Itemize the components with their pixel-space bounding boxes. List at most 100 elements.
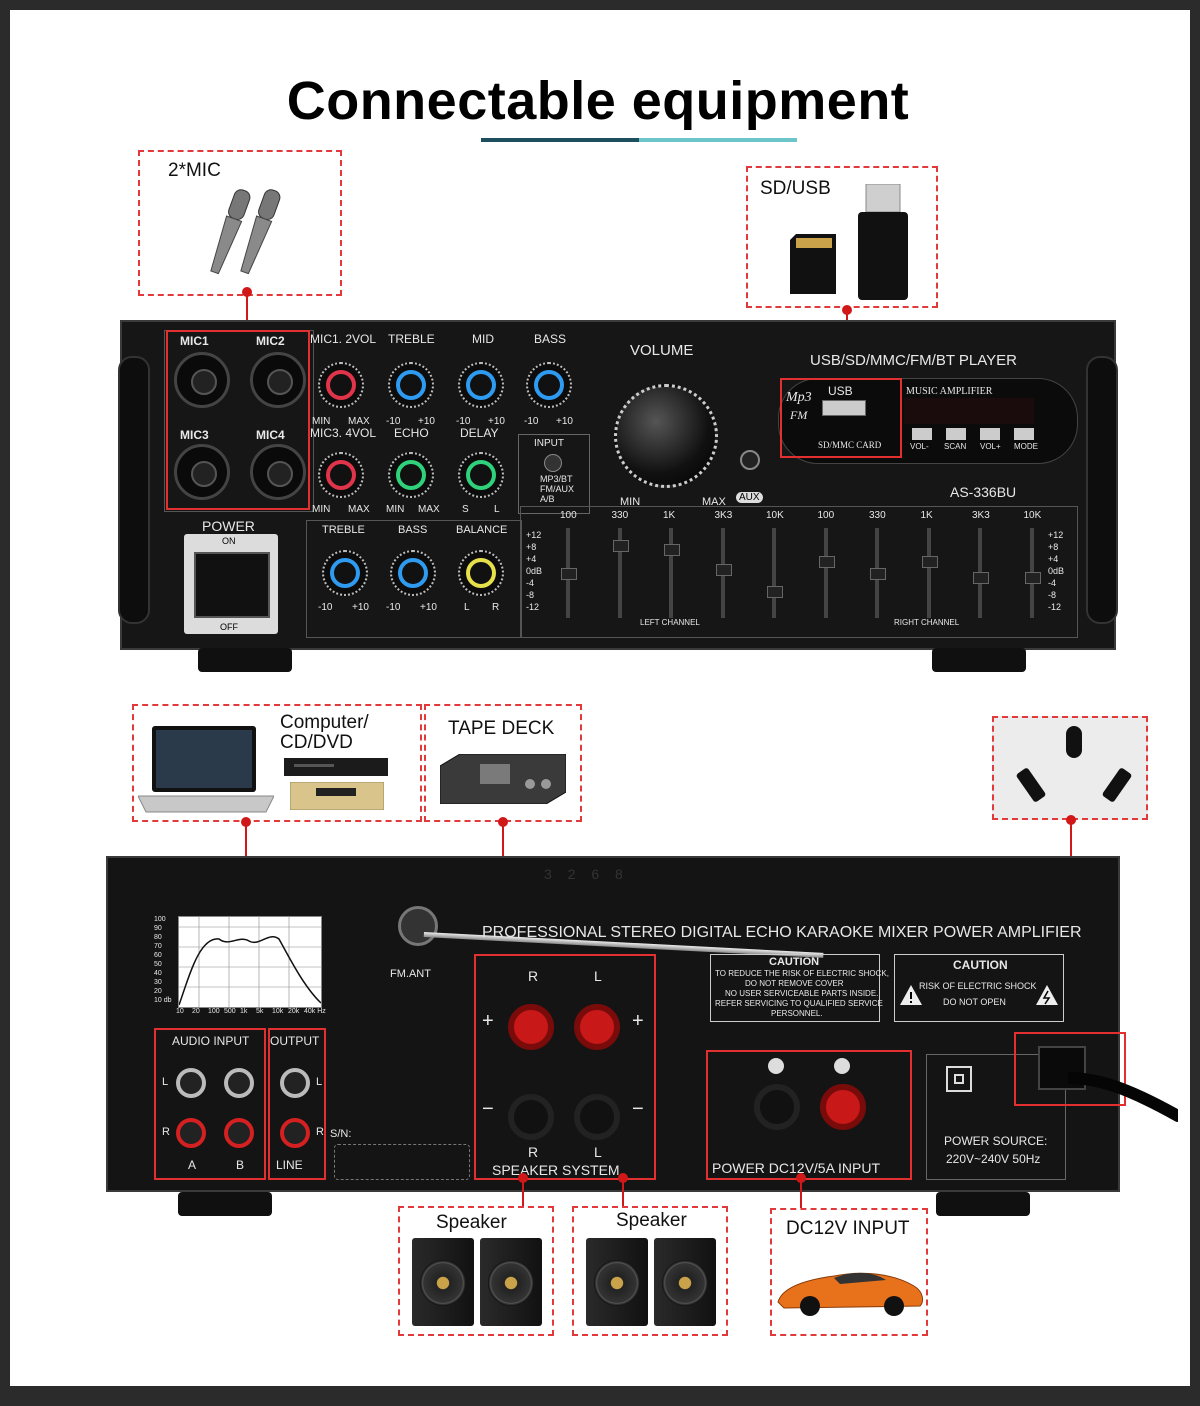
dc-input-highlight	[706, 1050, 912, 1180]
speaker-icon	[586, 1238, 648, 1326]
speaker1-label: Speaker	[436, 1212, 507, 1233]
eq-slider-cap-6[interactable]	[870, 568, 886, 580]
line-out-right-rca[interactable]	[280, 1118, 310, 1148]
input-selector-button[interactable]	[544, 454, 562, 472]
echo-knob[interactable]	[388, 452, 434, 498]
eq-scale-left-5: -8	[526, 590, 535, 600]
mid-knob[interactable]	[458, 362, 504, 408]
bass2-knob[interactable]	[390, 550, 436, 596]
mode-button[interactable]	[1014, 428, 1034, 440]
bass2-min: -10	[386, 602, 401, 613]
power-switch[interactable]	[184, 534, 278, 634]
mic12-vol-knob[interactable]	[318, 362, 364, 408]
dc-positive-terminal[interactable]	[820, 1084, 866, 1130]
eq-slider-cap-9[interactable]	[1024, 572, 1041, 584]
speaker-r-minus-terminal[interactable]	[508, 1094, 554, 1140]
graph-x-label-2: 100	[208, 1008, 220, 1015]
input-a-left-rca[interactable]	[176, 1068, 206, 1098]
output-tone-box	[306, 520, 522, 638]
balance-l: L	[464, 602, 470, 613]
volume-min: MIN	[620, 496, 641, 508]
volume-max: MAX	[702, 496, 726, 508]
treble-knob[interactable]	[388, 362, 434, 408]
graph-y-label-8: 20	[154, 988, 162, 995]
mic-label: 2*MIC	[168, 160, 221, 181]
graph-x-label-0: 10	[176, 1008, 184, 1015]
eq-slider-cap-5[interactable]	[818, 556, 835, 568]
balance-knob[interactable]	[458, 550, 504, 596]
mic3-jack[interactable]	[174, 444, 230, 500]
dc-input-label: POWER DC12V/5A INPUT	[712, 1160, 881, 1176]
bass-knob[interactable]	[526, 362, 572, 408]
eq-slider-4[interactable]	[767, 528, 783, 618]
input-a-right-rca[interactable]	[176, 1118, 206, 1148]
line-out-left-rca[interactable]	[280, 1068, 310, 1098]
vol-minus-button[interactable]	[912, 428, 932, 440]
speaker-minus-left: −	[482, 1098, 494, 1120]
speaker-woofer	[488, 1260, 534, 1306]
mic2-jack[interactable]	[250, 352, 306, 408]
sdusb-label: SD/USB	[760, 178, 831, 199]
mic4-jack[interactable]	[250, 444, 306, 500]
speaker-l-minus-terminal[interactable]	[574, 1094, 620, 1140]
eq-slider-5[interactable]	[818, 528, 835, 618]
volume-knob[interactable]	[614, 384, 718, 488]
speaker2-connector-line	[622, 1178, 624, 1208]
caution2-line2: DO NOT OPEN	[943, 997, 1006, 1007]
usb-port[interactable]	[822, 400, 866, 416]
eq-slider-8[interactable]	[973, 528, 989, 618]
eq-slider-cap-4[interactable]	[767, 585, 783, 598]
treble2-knob[interactable]	[322, 550, 368, 596]
eq-slider-7[interactable]	[921, 528, 938, 618]
eq-freq-label-4: 10K	[766, 510, 784, 521]
microphone-icon	[210, 189, 281, 275]
speaker-minus-right: −	[632, 1098, 644, 1120]
player-title: USB/SD/MMC/FM/BT PLAYER	[810, 352, 1017, 369]
eq-freq-label-6: 330	[869, 510, 886, 521]
aux-jack[interactable]	[740, 450, 760, 470]
input-b-right-rca[interactable]	[224, 1118, 254, 1148]
mid-min: -10	[456, 416, 471, 427]
output-l-label: L	[316, 1076, 323, 1088]
eq-slider-3[interactable]	[715, 528, 732, 618]
eq-slider-cap-8[interactable]	[973, 572, 989, 584]
eq-slider-1[interactable]	[612, 528, 629, 618]
audio-input-label: AUDIO INPUT	[172, 1034, 250, 1048]
eq-slider-cap-3[interactable]	[715, 564, 732, 576]
speaker-woofer	[420, 1260, 466, 1306]
eq-scale-right-1: +8	[1048, 542, 1059, 552]
fm-antenna-jack[interactable]	[398, 906, 438, 946]
vol-plus-label: VOL+	[980, 442, 1001, 451]
eq-slider-9[interactable]	[1024, 528, 1041, 618]
mic-highlight	[166, 330, 310, 510]
speaker-l-plus-terminal[interactable]	[574, 1004, 620, 1050]
power-outlet-icon	[1016, 726, 1132, 802]
eq-slider-cap-7[interactable]	[921, 556, 938, 568]
usb-sd-highlight	[780, 378, 902, 458]
eq-slider-cap-0[interactable]	[561, 568, 577, 580]
scan-button[interactable]	[946, 428, 966, 440]
treble2-max: +10	[352, 602, 369, 613]
dc-negative-terminal[interactable]	[754, 1084, 800, 1130]
eq-scale-left-4: -4	[526, 578, 535, 588]
mic1-jack[interactable]	[174, 352, 230, 408]
eq-freq-label-1: 330	[611, 510, 629, 521]
graph-x-label-7: 20k	[288, 1008, 300, 1015]
input-b-left-rca[interactable]	[224, 1068, 254, 1098]
delay-knob[interactable]	[458, 452, 504, 498]
title-underline	[481, 138, 797, 142]
speaker1-pair	[412, 1238, 544, 1328]
output-highlight	[268, 1028, 326, 1180]
fm-logo: FM	[790, 408, 808, 422]
eq-slider-6[interactable]	[870, 528, 886, 618]
eq-slider-cap-1[interactable]	[612, 540, 629, 552]
eq-slider-cap-2[interactable]	[664, 544, 680, 556]
eq-slider-0[interactable]	[561, 528, 577, 618]
eq-slider-2[interactable]	[664, 528, 680, 618]
treble-label: TREBLE	[388, 332, 435, 346]
graph-y-label-6: 40	[154, 970, 162, 977]
speaker1-connector-line	[522, 1178, 524, 1208]
vol-plus-button[interactable]	[980, 428, 1000, 440]
speaker-r-plus-terminal[interactable]	[508, 1004, 554, 1050]
mic34-vol-knob[interactable]	[318, 452, 364, 498]
